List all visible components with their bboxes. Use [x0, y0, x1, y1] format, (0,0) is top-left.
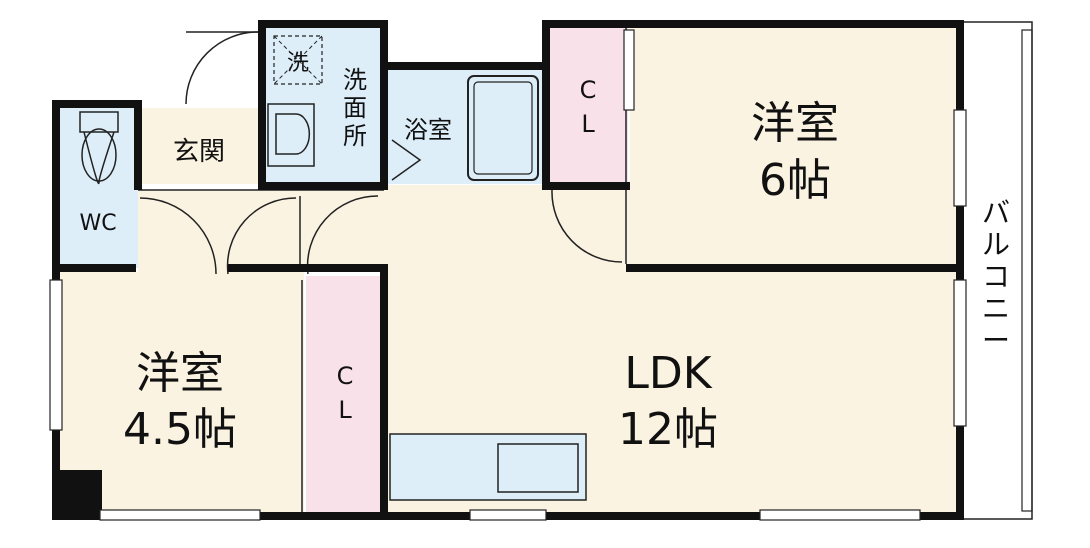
closet-left — [306, 276, 384, 515]
toilet-bowl-icon — [81, 128, 117, 182]
western-6-name: 洋室 — [751, 98, 839, 149]
closet-left-label-2: L — [338, 396, 352, 424]
balcony-label-1: バ — [982, 196, 1010, 229]
washroom-label-1: 洗 — [343, 66, 367, 94]
closet-left-label-1: C — [337, 362, 354, 390]
entrance-label: 玄関 — [173, 137, 225, 167]
bath-label: 浴室 — [404, 116, 452, 144]
washroom-label-3: 所 — [343, 122, 367, 150]
sink-icon — [275, 113, 311, 155]
balcony-label-3: コ — [982, 260, 1010, 293]
hall-door-swing-1 — [139, 197, 217, 275]
washer-cross-1 — [273, 35, 323, 85]
balcony-area — [961, 21, 1033, 520]
stove-icon — [497, 443, 579, 493]
entrance-door-swing — [185, 31, 259, 105]
closet-top-label-2: L — [581, 110, 595, 138]
western-6-size: 6帖 — [759, 155, 831, 206]
windows — [49, 29, 967, 521]
kitchen-counter — [389, 433, 587, 501]
balcony-rail — [1021, 29, 1033, 512]
bath-door-icon — [391, 139, 422, 181]
wc-label: WC — [79, 211, 116, 236]
washer-cross-2 — [273, 35, 323, 85]
western-45-name: 洋室 — [136, 348, 224, 399]
closet-top — [548, 26, 628, 184]
room-entrance — [142, 108, 258, 184]
washer-label: 洗 — [287, 51, 309, 76]
room-western-6 — [630, 26, 960, 270]
hall-door-swing-2 — [226, 197, 297, 275]
balcony-label-4: ニ — [982, 292, 1010, 325]
bathtub-icon — [467, 75, 539, 181]
sink-icon-basin — [267, 103, 315, 167]
bathtub-inner — [473, 81, 533, 175]
toilet-icon — [79, 111, 119, 185]
hall-door-swing-3 — [306, 195, 379, 275]
closet-top-label-1: C — [580, 76, 597, 104]
ldk-door-swing — [551, 189, 623, 263]
balcony-label-2: ル — [982, 228, 1010, 261]
western-45-size: 4.5帖 — [123, 404, 237, 455]
ldk-size: 12帖 — [618, 404, 718, 455]
balcony-label-5: ー — [982, 324, 1010, 357]
washer-icon — [273, 35, 323, 85]
hall — [138, 190, 384, 272]
washroom-label-2: 面 — [343, 94, 367, 122]
ldk-name: LDK — [624, 348, 712, 399]
